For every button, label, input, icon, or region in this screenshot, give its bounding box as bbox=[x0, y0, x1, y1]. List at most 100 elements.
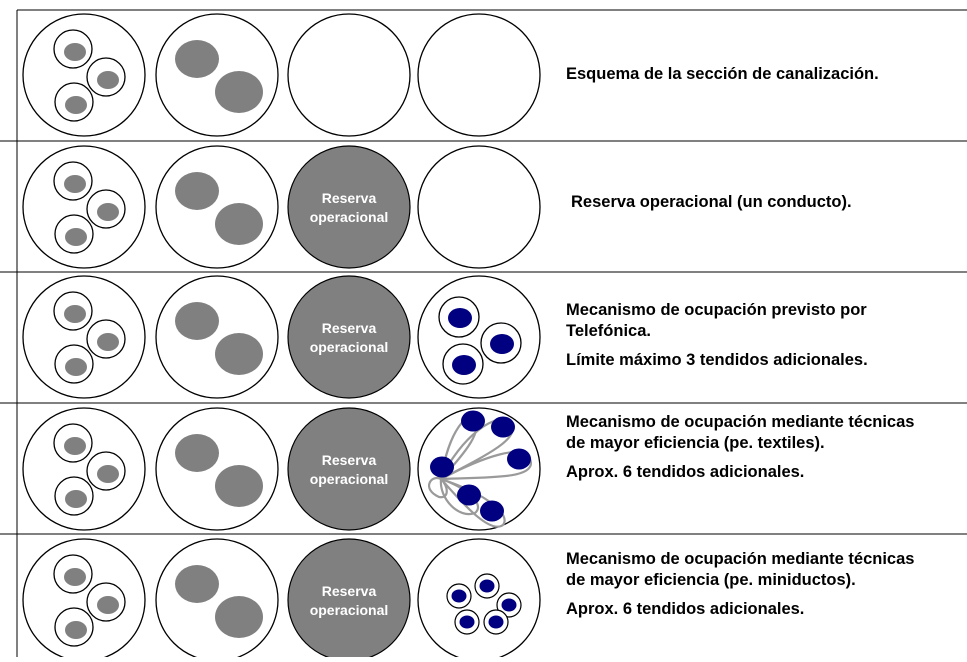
duct-circle bbox=[22, 407, 146, 531]
duct-circle bbox=[155, 538, 279, 662]
reserve-label-line: operacional bbox=[310, 209, 389, 225]
duct-textile6 bbox=[417, 407, 541, 531]
duct-circle bbox=[417, 145, 541, 269]
cable-core bbox=[65, 490, 87, 508]
caption-gap bbox=[566, 342, 967, 350]
duct-cables3 bbox=[22, 538, 146, 662]
duct-circle bbox=[22, 13, 146, 137]
caption-line: Reserva operacional (un conducto). bbox=[571, 193, 852, 211]
cable-core bbox=[97, 465, 119, 483]
duct-miniduct6 bbox=[417, 538, 541, 662]
new-cable-core bbox=[457, 484, 481, 506]
reserve-label: Reserva operacional bbox=[310, 583, 389, 618]
duct-cables2 bbox=[155, 145, 279, 269]
reserve-duct-circle bbox=[287, 145, 411, 269]
caption-line: Esquema de la sección de canalización. bbox=[566, 65, 879, 83]
cable bbox=[215, 203, 263, 245]
caption-gap bbox=[566, 591, 967, 599]
subduct bbox=[438, 296, 480, 338]
row-caption-2: Reserva operacional (un conducto). bbox=[571, 192, 967, 213]
textile-pocket bbox=[427, 476, 448, 499]
miniduct bbox=[483, 609, 509, 635]
duct-cables2 bbox=[155, 275, 279, 399]
row-caption-4: Mecanismo de ocupación mediante técnicas… bbox=[566, 412, 967, 483]
subduct bbox=[53, 29, 93, 69]
duct-circle bbox=[155, 275, 279, 399]
cable bbox=[215, 71, 263, 113]
duct-cables2 bbox=[155, 538, 279, 662]
duct-cables2 bbox=[155, 407, 279, 531]
new-cable-core bbox=[501, 598, 517, 612]
subduct bbox=[86, 319, 126, 359]
caption-line: Aprox. 6 tendidos adicionales. bbox=[566, 600, 805, 618]
new-cable-core bbox=[479, 579, 495, 593]
duct-circle bbox=[155, 145, 279, 269]
duct-circle bbox=[417, 538, 541, 662]
subduct bbox=[86, 189, 126, 229]
duct-circle bbox=[22, 275, 146, 399]
duct-reserve: Reserva operacional bbox=[287, 538, 411, 662]
reserve-duct-circle bbox=[287, 275, 411, 399]
cable-core bbox=[97, 203, 119, 221]
new-cable-core bbox=[430, 456, 454, 478]
cable-core bbox=[65, 96, 87, 114]
subduct bbox=[86, 57, 126, 97]
duct-circle bbox=[155, 407, 279, 531]
reserve-duct-circle bbox=[287, 407, 411, 531]
cable bbox=[175, 302, 219, 340]
cable-core bbox=[65, 621, 87, 639]
reserve-label-line: Reserva bbox=[322, 190, 377, 206]
new-cable-core bbox=[480, 500, 504, 522]
duct-cables3 bbox=[22, 13, 146, 137]
caption-line: Aprox. 6 tendidos adicionales. bbox=[566, 463, 805, 481]
duct-circle bbox=[155, 13, 279, 137]
subduct bbox=[480, 322, 522, 364]
miniduct bbox=[496, 592, 522, 618]
new-cable-core bbox=[451, 589, 467, 603]
reserve-label-line: operacional bbox=[310, 602, 389, 618]
reserve-label-line: operacional bbox=[310, 339, 389, 355]
duct-empty bbox=[417, 13, 541, 137]
duct-blue3 bbox=[417, 275, 541, 399]
row-caption-1: Esquema de la sección de canalización. bbox=[566, 64, 967, 85]
duct-empty bbox=[417, 145, 541, 269]
reserve-label-line: Reserva bbox=[322, 452, 377, 468]
subduct bbox=[54, 476, 94, 516]
caption-line: de mayor eficiencia (pe. miniductos). bbox=[566, 571, 856, 589]
duct-cables2 bbox=[155, 13, 279, 137]
subduct bbox=[442, 343, 484, 385]
cable-core bbox=[97, 71, 119, 89]
duct-circle bbox=[22, 145, 146, 269]
subduct bbox=[53, 291, 93, 331]
cable bbox=[175, 434, 219, 472]
new-cable-core bbox=[488, 615, 504, 629]
subduct bbox=[53, 161, 93, 201]
duct-circle bbox=[417, 407, 541, 531]
duct-cables3 bbox=[22, 145, 146, 269]
cable-core bbox=[65, 228, 87, 246]
new-cable-core bbox=[461, 410, 485, 432]
cable-core bbox=[64, 175, 86, 193]
caption-line: Telefónica. bbox=[566, 322, 651, 340]
cable bbox=[175, 565, 219, 603]
diagram-row-2: Reserva operacional bbox=[22, 145, 541, 269]
subduct bbox=[53, 554, 93, 594]
caption-line: Mecanismo de ocupación mediante técnicas bbox=[566, 550, 915, 568]
duct-circle bbox=[417, 13, 541, 137]
cable-core bbox=[64, 568, 86, 586]
duct-cables3 bbox=[22, 407, 146, 531]
miniduct bbox=[454, 609, 480, 635]
subduct bbox=[53, 423, 93, 463]
duct-circle bbox=[287, 13, 411, 137]
duct-empty bbox=[287, 13, 411, 137]
reserve-label-line: Reserva bbox=[322, 583, 377, 599]
miniduct bbox=[446, 583, 472, 609]
subduct bbox=[54, 82, 94, 122]
